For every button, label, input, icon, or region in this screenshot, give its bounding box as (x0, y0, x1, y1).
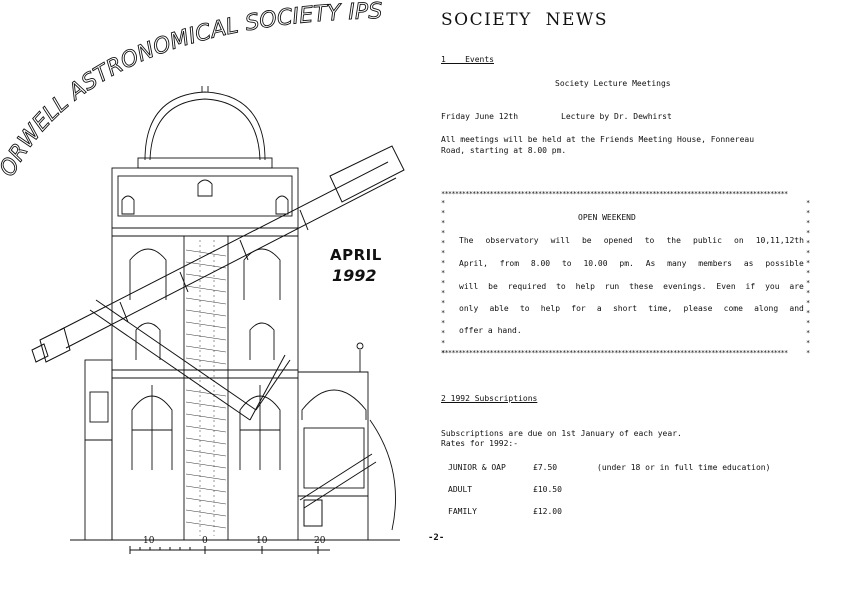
scale-label: 0 (202, 536, 208, 546)
scale-label: 20 (314, 536, 326, 546)
page-title: SOCIETY NEWS (441, 10, 608, 30)
section-heading-events: 1 Events (441, 55, 494, 64)
issue-month: APRIL (330, 246, 382, 264)
asterisk-border-top: ****************************************… (441, 190, 788, 198)
cover-title-arc: ORWELL ASTRONOMICAL SOCIETY IPSWICH (0, 0, 383, 180)
page-number: -2- (428, 533, 445, 543)
asterisk-border-right: * * * * * * * * * * * * * * * * (806, 199, 811, 357)
rate-price: £7.50 (533, 463, 558, 472)
asterisk-border-bottom: ****************************************… (441, 349, 788, 357)
cover-panel: ORWELL ASTRONOMICAL SOCIETY IPSWICH (0, 0, 420, 595)
asterisk-border-left: * * * * * * * * * * * * * * * * (441, 199, 446, 357)
rate-note: (under 18 or in full time education) (597, 463, 771, 472)
venue-text-line: Road, starting at 8.00 pm. (441, 146, 567, 155)
lecture-description: Lecture by Dr. Dewhirst (561, 112, 672, 121)
section-heading-subscriptions: 2 1992 Subscriptions (441, 394, 538, 403)
rate-price: £12.00 (533, 507, 562, 516)
scale-label: 10 (143, 536, 155, 546)
rate-price: £10.50 (533, 485, 562, 494)
subscriptions-text-line: Subscriptions are due on 1st January of … (441, 429, 682, 438)
lecture-date: Friday June 12th (441, 112, 519, 121)
venue-text-line: All meetings will be held at the Friends… (441, 135, 755, 144)
subscriptions-text-line: Rates for 1992:- (441, 439, 519, 448)
scale-label: 10 (256, 536, 268, 546)
notice-line: offer a hand. (459, 326, 522, 335)
notice-heading: OPEN WEEKEND (578, 213, 636, 222)
observatory-drawing (31, 86, 405, 554)
issue-year: 1992 (332, 266, 377, 285)
rate-category: JUNIOR & OAP (448, 463, 506, 472)
rate-category: ADULT (448, 485, 473, 494)
lecture-heading: Society Lecture Meetings (555, 79, 671, 88)
rate-category: FAMILY (448, 507, 477, 516)
